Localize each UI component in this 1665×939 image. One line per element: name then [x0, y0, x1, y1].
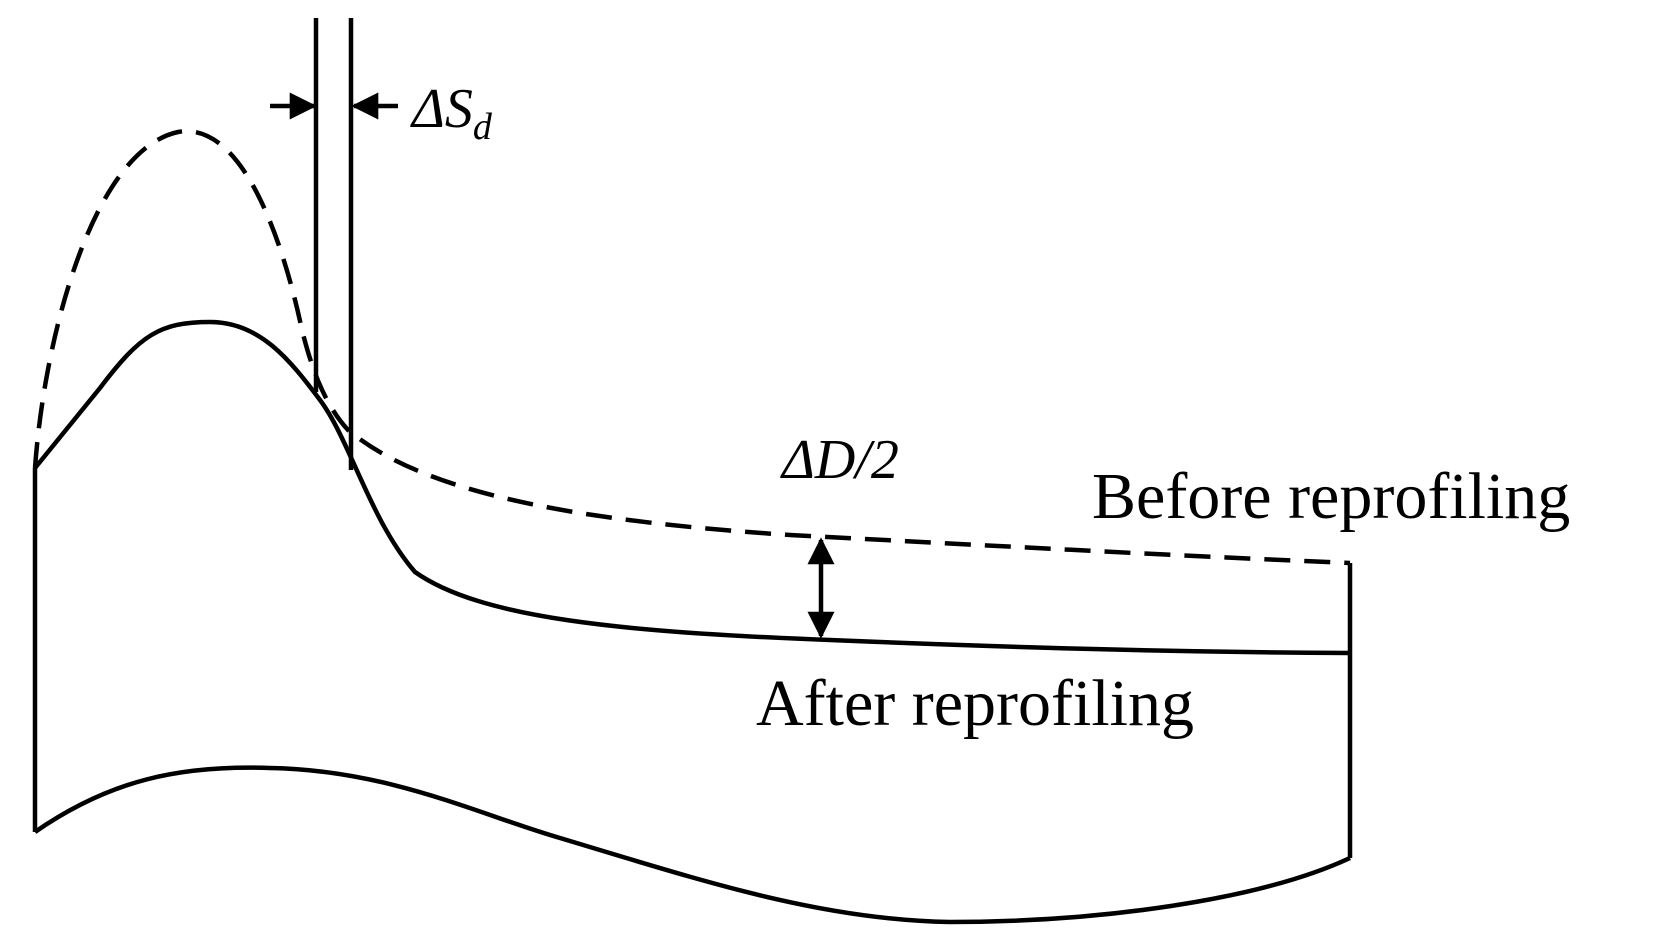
delta-sd-main: ΔS [410, 78, 473, 140]
before-reprofiling-label: Before reprofiling [1092, 460, 1570, 533]
delta-sd-label: ΔSd [410, 78, 493, 148]
wheel-bottom-edge [33, 765, 1351, 925]
delta-d-half-label: ΔD/2 [780, 429, 899, 491]
after-reprofiling-profile [33, 319, 1351, 656]
before-reprofiling-profile [32, 129, 1351, 566]
after-reprofiling-label: After reprofiling [756, 667, 1194, 740]
delta-sd-subscript: d [473, 106, 493, 148]
